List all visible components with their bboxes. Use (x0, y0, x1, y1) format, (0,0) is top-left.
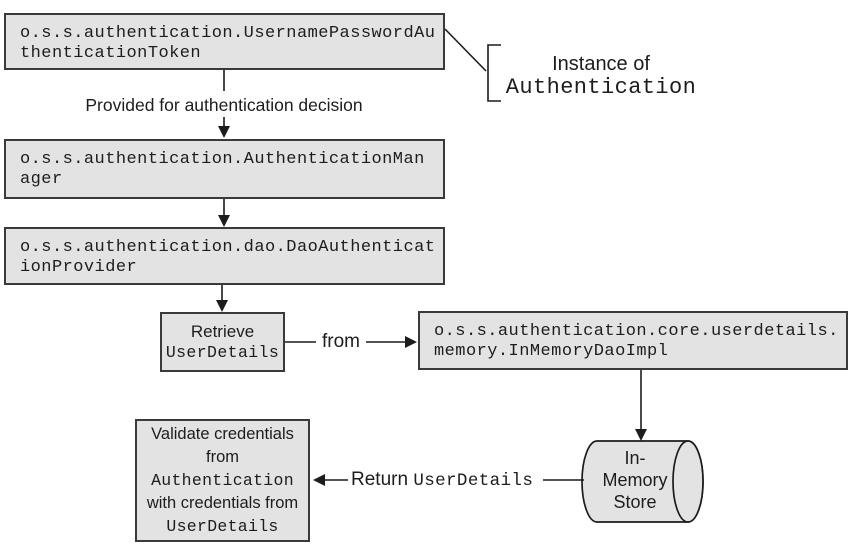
arrow-dao-provider-to-retrieve (216, 285, 228, 312)
callout-line (444, 28, 487, 72)
class-name-line: thenticationToken (20, 43, 202, 63)
class-name-line: UserDetails (166, 517, 279, 536)
annotation-instance-of-authentication: Instance of Authentication (495, 53, 707, 100)
arrow-manager-to-dao-provider (218, 199, 230, 227)
store-label-line: In- (624, 448, 646, 468)
callout-bracket (487, 44, 501, 102)
arrow-retrieve-to-in-memory-dao (285, 336, 417, 348)
class-name-line: memory.InMemoryDaoImpl (434, 341, 669, 361)
box-in-memory-dao-impl: o.s.s.authentication.core.userdetails. m… (418, 311, 848, 370)
annotation-code: Authentication (505, 75, 697, 100)
in-memory-store-cylinder-shape (581, 440, 704, 523)
class-name-line: Authentication (151, 471, 294, 490)
class-name-line: o.s.s.authentication.dao.DaoAuthenticat (20, 238, 436, 257)
edge-label-return-user-details: Return UserDetails (351, 469, 533, 491)
arrow-store-to-validate (313, 474, 584, 486)
box-validate-credentials: Validate credentials from Authentication… (135, 419, 310, 542)
step-label: Validate credentials (151, 425, 294, 443)
step-label: from (206, 448, 239, 466)
store-label-line: Memory (602, 470, 668, 490)
step-label: with credentials from (146, 494, 299, 512)
arrow-token-to-manager (218, 70, 230, 138)
annotation-text: Instance of (552, 53, 650, 75)
edge-label-return-code: UserDetails (413, 471, 534, 491)
edge-label-from: from (322, 331, 360, 352)
box-authentication-manager: o.s.s.authentication.AuthenticationMan a… (4, 139, 445, 199)
class-name-line: o.s.s.authentication.core.userdetails. (434, 322, 839, 341)
edge-label-provided-for-authentication-decision: Provided for authentication decision (85, 95, 363, 115)
class-name-line: ionProvider (20, 257, 138, 277)
edge-label-return-text: Return (351, 469, 409, 490)
class-name-line: o.s.s.authentication.UsernamePasswordAu (20, 24, 436, 43)
arrow-in-memory-dao-to-store (635, 370, 647, 441)
step-label: Retrieve (190, 322, 255, 341)
store-label-line: Store (613, 492, 657, 512)
class-name-line: o.s.s.authentication.AuthenticationMan (20, 150, 425, 169)
in-memory-store-label: In- Memory Store (595, 447, 675, 513)
box-retrieve-user-details: Retrieve UserDetails (160, 312, 285, 372)
class-name-line: ager (20, 169, 63, 189)
box-dao-authentication-provider: o.s.s.authentication.dao.DaoAuthenticat … (4, 227, 445, 285)
box-username-password-authentication-token: o.s.s.authentication.UsernamePasswordAu … (4, 13, 445, 70)
class-name-line: UserDetails (165, 343, 280, 362)
